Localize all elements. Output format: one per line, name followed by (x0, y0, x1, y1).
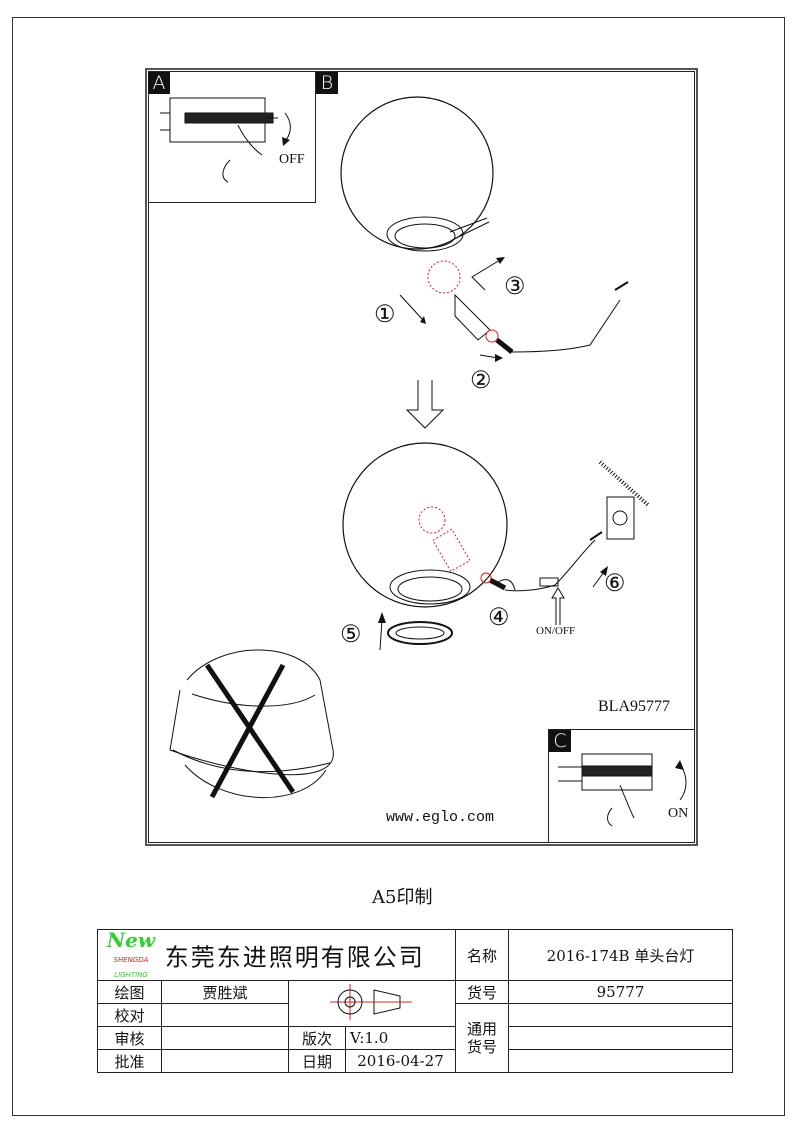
row-label: 绘图 (97, 980, 162, 1004)
power-cord (511, 299, 621, 353)
date-value: 2016-04-27 (345, 1049, 456, 1073)
step-6: ⑥ (604, 571, 626, 597)
step-4: ④ (488, 605, 510, 631)
panel-c-breaker-on (548, 729, 695, 843)
on-off-switch-label: ON/OFF (536, 625, 576, 637)
no-cover-warning-icon (169, 649, 334, 799)
step-5: ⑤ (340, 622, 362, 648)
wall-socket (606, 496, 635, 540)
model-code: BLA95777 (598, 698, 670, 715)
row-label: 校对 (97, 1003, 162, 1027)
general-item-value (508, 1003, 733, 1027)
company-cell: New SHENGDA LIGHTING 东莞东进照明有限公司 (97, 929, 456, 981)
version-label: 版次 (288, 1026, 346, 1050)
panel-a-breaker-off (148, 71, 316, 203)
item-no-value: 95777 (508, 980, 733, 1004)
name-value: 2016-174B 单头台灯 (508, 929, 733, 981)
row-label: 审核 (97, 1026, 162, 1050)
up-arrow-icon (551, 587, 565, 625)
drawing-frame (145, 68, 698, 846)
general-item-label: 通用货号 (455, 1003, 509, 1073)
panel-c-tag: C (549, 730, 571, 752)
version-value: V:1.0 (345, 1026, 456, 1050)
projection-symbol-cell (288, 980, 456, 1027)
general-item-value (508, 1049, 733, 1073)
logo-lighting: LIGHTING (114, 971, 148, 979)
website: www.eglo.com (386, 809, 495, 826)
inline-switch (539, 577, 559, 587)
row-value (161, 1026, 289, 1050)
step-1: ① (374, 302, 396, 328)
step-3: ③ (504, 274, 526, 300)
logo-shengda: SHENGDA (113, 956, 149, 964)
on-label: ON (668, 806, 689, 821)
breaker-panel-icon (558, 753, 653, 827)
print-size-note: A5印制 (372, 887, 433, 908)
plug-icon (614, 281, 629, 291)
glass-globe (340, 96, 494, 250)
ring (387, 621, 453, 645)
row-value: 贾胜斌 (161, 980, 289, 1004)
company-logo: New SHENGDA LIGHTING (102, 930, 160, 980)
general-item-value (508, 1026, 733, 1050)
glass-globe-assembled (342, 442, 508, 608)
down-arrow-icon (405, 380, 445, 429)
step-2: ② (470, 368, 492, 394)
page-border (12, 17, 785, 1116)
bulb-hidden-outline (427, 260, 461, 294)
logo-new: New (106, 928, 156, 952)
lamp-socket (454, 293, 491, 341)
breaker-panel-icon (160, 97, 278, 183)
row-value (161, 1049, 289, 1073)
item-no-label: 货号 (455, 980, 509, 1004)
name-label: 名称 (455, 929, 509, 981)
off-label: OFF (279, 152, 305, 167)
row-value (161, 1003, 289, 1027)
row-label: 批准 (97, 1049, 162, 1073)
on-arrow-icon (679, 764, 687, 801)
date-label: 日期 (288, 1049, 346, 1073)
title-block: New SHENGDA LIGHTING 东莞东进照明有限公司 名称 2016-… (97, 929, 733, 1073)
projection-symbol-icon (330, 983, 412, 1020)
off-arrow-icon (284, 112, 291, 141)
company-name: 东莞东进照明有限公司 (164, 943, 425, 972)
panel-a-tag: A (148, 72, 170, 94)
drawing-area (148, 71, 695, 843)
panel-b-tag: B (316, 72, 338, 94)
